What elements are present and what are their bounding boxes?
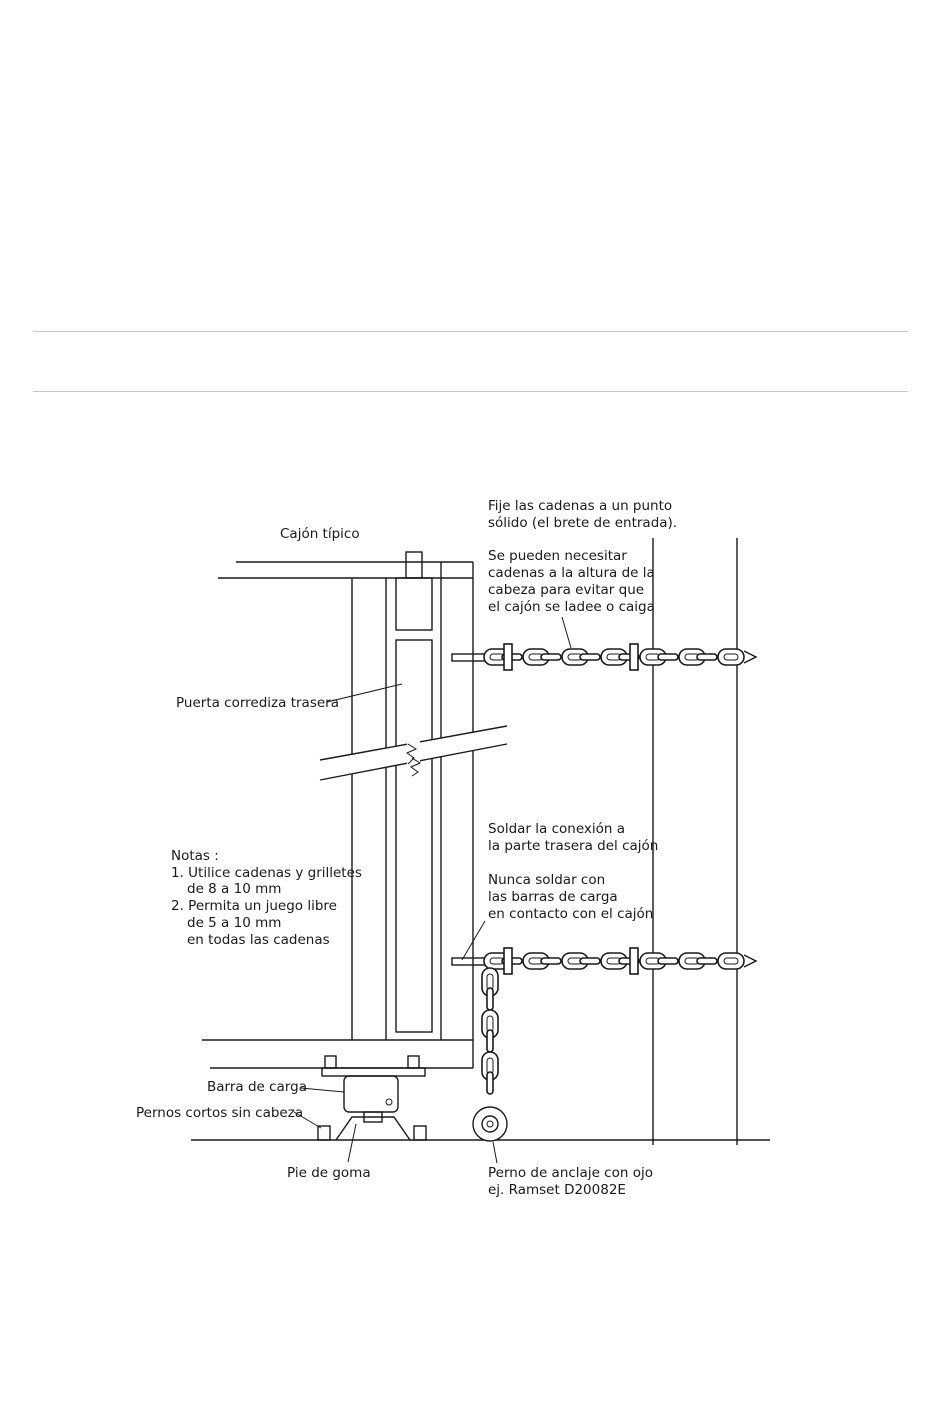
chain-link [696, 957, 718, 965]
upper-chain [451, 643, 758, 671]
label-nunca: Nunca soldar con las barras de carga en … [488, 872, 653, 922]
shackle [629, 643, 639, 671]
label-necesitar: Se pueden necesitar cadenas a la altura … [488, 548, 655, 615]
sliding-gate [395, 551, 433, 1033]
label-perno-anclaje: Perno de anclaje con ojo ej. Ramset D200… [488, 1165, 653, 1198]
label-fije: Fije las cadenas a un punto sólido (el b… [488, 498, 677, 531]
svg-text:cabeza para evitar que: cabeza para evitar que [488, 582, 644, 598]
chain-link [540, 957, 562, 965]
crate-top-rail [218, 561, 473, 579]
chain-link [579, 957, 601, 965]
chain-link [717, 648, 745, 666]
chain-link-hole [723, 653, 739, 661]
chain-link [579, 653, 601, 661]
load-bar-assembly [321, 1055, 426, 1123]
chain-link [540, 653, 562, 661]
chain-link [717, 952, 745, 970]
divider-bottom [33, 391, 908, 392]
gate-bar-broken [319, 725, 508, 781]
crate-frame [351, 562, 474, 1068]
notes: Notas : 1. Utilice cadenas y grilletes d… [171, 848, 362, 948]
label-pie-goma: Pie de goma [287, 1165, 371, 1181]
svg-text:ej. Ramset D20082E: ej. Ramset D20082E [488, 1182, 626, 1198]
lower-chain [451, 947, 758, 975]
svg-text:Nunca soldar con: Nunca soldar con [488, 872, 605, 888]
svg-text:cadenas a la altura de la: cadenas a la altura de la [488, 565, 655, 581]
shackle [503, 643, 513, 671]
chain-link [486, 1071, 494, 1095]
notes-title: Notas : [171, 848, 219, 864]
svg-text:sólido (el brete de entrada).: sólido (el brete de entrada). [488, 515, 677, 531]
svg-text:en contacto con el cajón: en contacto con el cajón [488, 906, 653, 922]
svg-text:Perno de anclaje con ojo: Perno de anclaje con ojo [488, 1165, 653, 1181]
svg-text:1. Utilice cadenas y grilletes: 1. Utilice cadenas y grilletes [171, 865, 362, 881]
label-pernos: Pernos cortos sin cabeza [136, 1105, 303, 1121]
rubber-foot [317, 1116, 427, 1141]
divider-top [33, 331, 908, 332]
svg-text:en todas las cadenas: en todas las cadenas [187, 932, 330, 948]
svg-text:las barras de carga: las barras de carga [488, 889, 618, 905]
eye-anchor-bolt [472, 1106, 508, 1142]
label-soldar: Soldar la conexión a la parte trasera de… [488, 821, 658, 854]
svg-text:Fije las cadenas a un punto: Fije las cadenas a un punto [488, 498, 672, 514]
chain-link [486, 1029, 494, 1053]
shackle [503, 947, 513, 975]
svg-text:la parte trasera del cajón: la parte trasera del cajón [488, 838, 658, 854]
chain-link [657, 957, 679, 965]
svg-text:de 5 a 10 mm: de 5 a 10 mm [187, 915, 281, 931]
svg-text:el cajón se ladee o caiga: el cajón se ladee o caiga [488, 599, 655, 615]
chain-link [657, 653, 679, 661]
chain-end [743, 954, 758, 968]
shackle [629, 947, 639, 975]
crate-bottom-rail [202, 1039, 473, 1069]
chain-link-hole [723, 957, 739, 965]
leader-lines [293, 616, 572, 1164]
svg-text:Soldar la conexión a: Soldar la conexión a [488, 821, 625, 837]
label-puerta: Puerta corrediza trasera [176, 695, 339, 711]
chain-link [486, 987, 494, 1011]
svg-text:de 8 a 10 mm: de 8 a 10 mm [187, 881, 281, 897]
label-cajon-tipico: Cajón típico [280, 526, 360, 542]
vertical-chain [481, 967, 499, 1095]
svg-text:Se pueden necesitar: Se pueden necesitar [488, 548, 627, 564]
label-barra-carga: Barra de carga [207, 1079, 307, 1095]
svg-text:2. Permita un juego libre: 2. Permita un juego libre [171, 898, 337, 914]
chain-end [743, 650, 758, 664]
chain-link [696, 653, 718, 661]
